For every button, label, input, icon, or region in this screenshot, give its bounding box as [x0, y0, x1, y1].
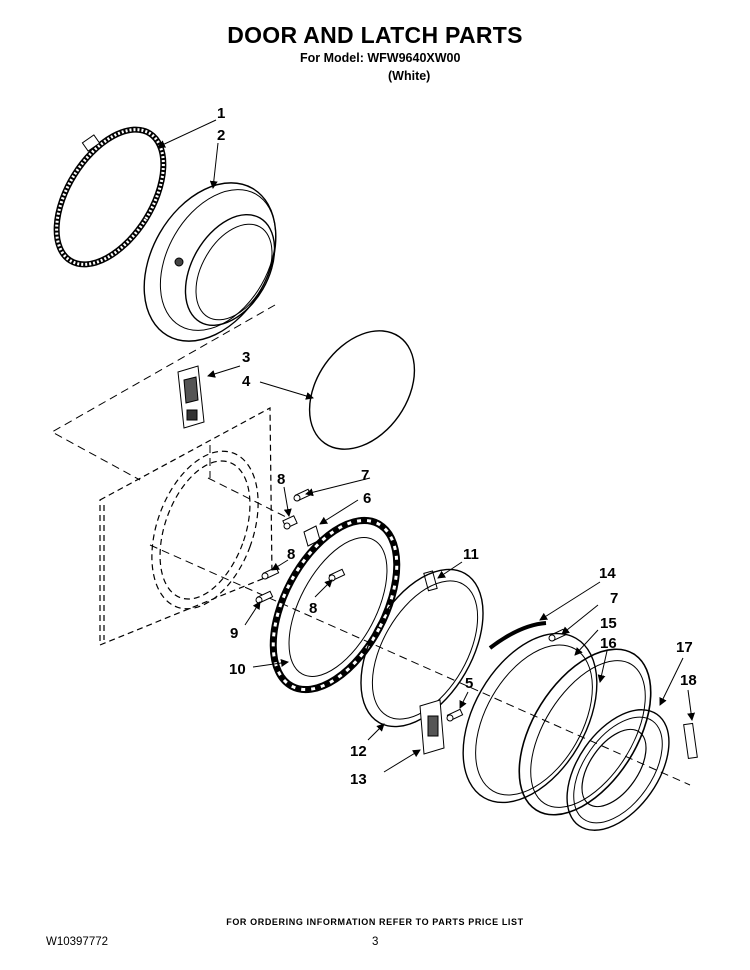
callout-8c: 8	[309, 600, 317, 617]
part-13-hinge	[419, 699, 445, 755]
part-8-screw-c	[328, 568, 346, 582]
leader-lines	[157, 119, 696, 773]
part-3-latch	[177, 365, 205, 429]
cabinet-front-outline	[99, 406, 273, 646]
part-17-outer-ring	[566, 709, 670, 831]
callout-4: 4	[242, 373, 251, 390]
callout-12: 12	[350, 743, 367, 760]
part-15-outer-frame	[462, 632, 598, 804]
callout-15: 15	[600, 615, 617, 632]
color-line: (White)	[388, 69, 431, 83]
part-8-screw-b	[261, 566, 280, 580]
page-number: 3	[372, 936, 379, 948]
part-18-nameplate	[683, 722, 698, 759]
model-line: For Model: WFW9640XW00	[300, 51, 461, 65]
part-5-screw	[446, 708, 464, 722]
callout-3: 3	[242, 349, 250, 366]
callout-10: 10	[229, 661, 246, 678]
part-4-door-glass	[308, 330, 416, 450]
part-10-inner-frame	[269, 516, 401, 694]
callout-16: 16	[600, 635, 617, 652]
callout-5: 5	[465, 675, 473, 692]
part-11-label	[423, 570, 438, 592]
callout-numbers: 1 2 3 4 7 6 8 8 8 9 10 11 5 12 13 14 7 1…	[217, 105, 697, 788]
ordering-note: FOR ORDERING INFORMATION REFER TO PARTS …	[226, 917, 524, 927]
callout-13: 13	[350, 771, 367, 788]
callout-8a: 8	[277, 471, 285, 488]
alignment-lines	[50, 304, 691, 786]
callout-7b: 7	[610, 590, 618, 607]
part-16-door-trim	[518, 648, 652, 816]
callout-9: 9	[230, 625, 238, 642]
document-number: W10397772	[46, 936, 109, 948]
part-7-screw-a	[293, 488, 312, 502]
page-title: DOOR AND LATCH PARTS	[227, 22, 523, 48]
callout-1: 1	[217, 105, 225, 122]
callout-7a: 7	[361, 467, 369, 484]
part-12-inner-glass	[360, 568, 484, 728]
part-14-handle-rod	[488, 621, 547, 650]
callout-11: 11	[463, 546, 479, 563]
callout-2: 2	[217, 127, 225, 144]
part-2-bellow	[143, 182, 277, 342]
callout-8b: 8	[287, 546, 295, 563]
callout-6: 6	[363, 490, 371, 507]
part-8-screw-a	[282, 515, 298, 530]
callout-17: 17	[676, 639, 693, 656]
callout-18: 18	[680, 672, 697, 689]
callout-14: 14	[599, 565, 616, 582]
part-7-screw-b	[548, 628, 567, 642]
part-1-clamp-ring	[53, 126, 167, 268]
